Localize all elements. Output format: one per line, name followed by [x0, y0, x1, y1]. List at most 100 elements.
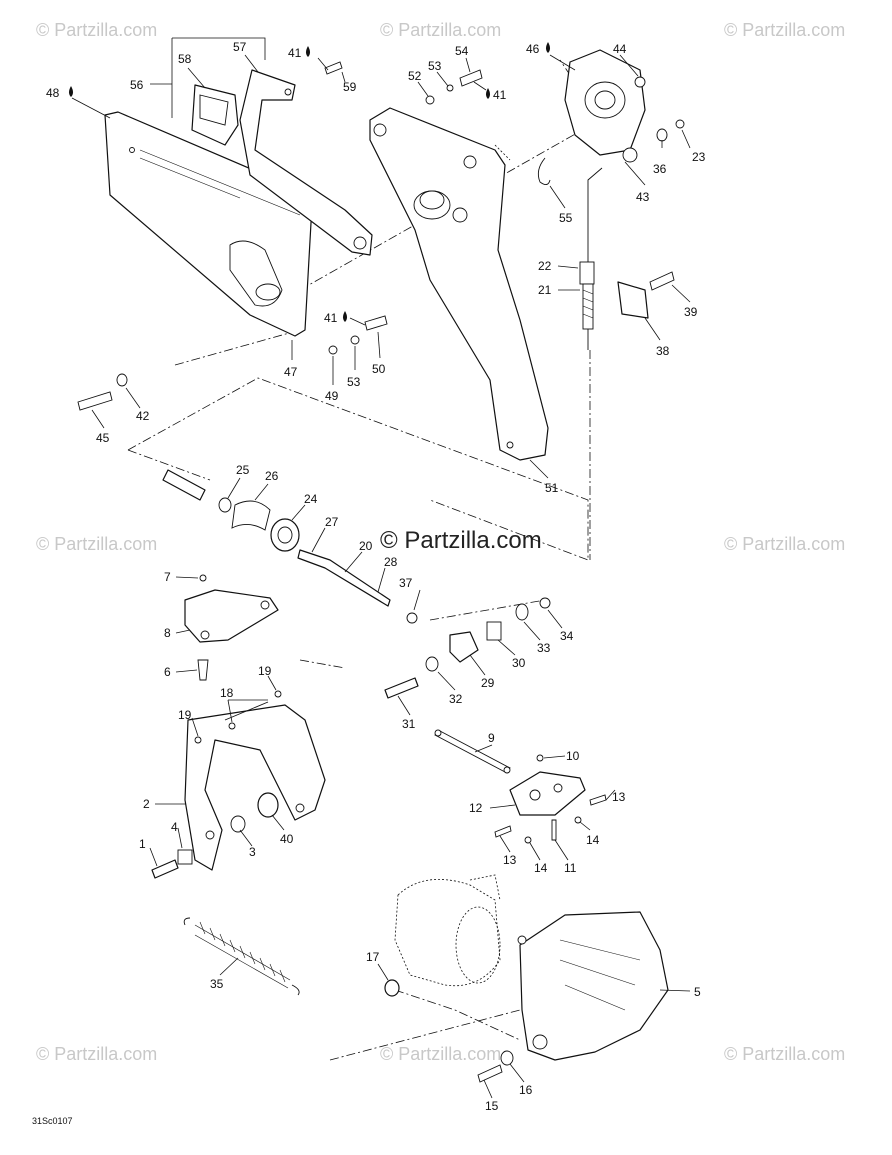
nut-23 — [675, 119, 685, 129]
callout-4[interactable]: 4 — [171, 820, 178, 834]
callout-35[interactable]: 35 — [210, 977, 224, 991]
callout-2[interactable]: 2 — [143, 797, 150, 811]
callout-14[interactable]: 14 — [586, 833, 600, 847]
guard-5 — [517, 911, 669, 1061]
callout-13[interactable]: 13 — [612, 790, 626, 804]
callout-31[interactable]: 31 — [402, 717, 416, 731]
callout-41[interactable]: 41 — [493, 88, 507, 102]
bolts-top — [77, 61, 675, 411]
callout-5[interactable]: 5 — [694, 985, 701, 999]
callout-26[interactable]: 26 — [265, 469, 279, 483]
watermark: © Partzilla.com — [380, 20, 501, 40]
bracket-58 — [191, 84, 239, 146]
callout-29[interactable]: 29 — [481, 676, 495, 690]
callout-54[interactable]: 54 — [455, 44, 469, 58]
oil-drop-icon — [343, 311, 347, 322]
callout-11[interactable]: 11 — [564, 861, 577, 875]
callout-16[interactable]: 16 — [519, 1083, 533, 1097]
drawing-reference: 31Sc0107 — [32, 1116, 73, 1126]
callout-58[interactable]: 58 — [178, 52, 192, 66]
callout-43[interactable]: 43 — [636, 190, 650, 204]
callout-41[interactable]: 41 — [288, 46, 302, 60]
callout-56[interactable]: 56 — [130, 78, 144, 92]
callout-49[interactable]: 49 — [325, 389, 339, 403]
main-arm-51 — [369, 107, 549, 461]
callout-7[interactable]: 7 — [164, 570, 171, 584]
watermark: © Partzilla.com — [380, 1044, 501, 1064]
callout-22[interactable]: 22 — [538, 259, 552, 273]
callout-44[interactable]: 44 — [613, 42, 627, 56]
callout-55[interactable]: 55 — [559, 211, 573, 225]
callout-53[interactable]: 53 — [428, 59, 442, 73]
callout-48[interactable]: 48 — [46, 86, 60, 100]
callout-57[interactable]: 57 — [233, 40, 247, 54]
callout-1[interactable]: 1 — [139, 837, 146, 851]
callout-45[interactable]: 45 — [96, 431, 110, 445]
callout-28[interactable]: 28 — [384, 555, 398, 569]
watermark: © Partzilla.com — [724, 20, 845, 40]
callout-34[interactable]: 34 — [560, 629, 574, 643]
callout-52[interactable]: 52 — [408, 69, 422, 83]
callout-41[interactable]: 41 — [324, 311, 338, 325]
link-9 — [434, 729, 511, 774]
callout-23[interactable]: 23 — [692, 150, 706, 164]
watermark: © Partzilla.com — [724, 534, 845, 554]
watermark-center: © Partzilla.com — [380, 527, 542, 554]
callout-15[interactable]: 15 — [485, 1099, 499, 1113]
leader-lines — [71, 37, 691, 1099]
washer-36 — [656, 128, 668, 142]
plate-38 — [617, 281, 649, 319]
small-hardware-mid — [384, 597, 551, 699]
callout-13[interactable]: 13 — [503, 853, 517, 867]
callout-9[interactable]: 9 — [488, 731, 495, 745]
nut-44 — [634, 76, 646, 88]
callout-40[interactable]: 40 — [280, 832, 294, 846]
bracket-8 — [184, 574, 279, 681]
callout-39[interactable]: 39 — [684, 305, 698, 319]
callout-14[interactable]: 14 — [534, 861, 548, 875]
callout-33[interactable]: 33 — [537, 641, 551, 655]
callout-30[interactable]: 30 — [512, 656, 526, 670]
callout-19[interactable]: 19 — [178, 708, 192, 722]
callout-27[interactable]: 27 — [325, 515, 339, 529]
callout-20[interactable]: 20 — [359, 539, 373, 553]
watermark: © Partzilla.com — [36, 1044, 157, 1064]
lever-arm-57 — [239, 69, 373, 256]
callout-8[interactable]: 8 — [164, 626, 171, 640]
oil-drop-icon — [546, 42, 550, 53]
callout-24[interactable]: 24 — [304, 492, 318, 506]
housing-46 — [564, 49, 646, 163]
callout-18[interactable]: 18 — [220, 686, 234, 700]
callout-42[interactable]: 42 — [136, 409, 150, 423]
callout-36[interactable]: 36 — [653, 162, 667, 176]
callout-59[interactable]: 59 — [343, 80, 357, 94]
callout-47[interactable]: 47 — [284, 365, 298, 379]
watermark: © Partzilla.com — [724, 1044, 845, 1064]
cover-panel-48 — [104, 111, 313, 337]
callout-53[interactable]: 53 — [347, 375, 361, 389]
callout-6[interactable]: 6 — [164, 665, 171, 679]
small-hardware-bottom — [384, 979, 514, 1083]
bracket-12 — [494, 754, 607, 844]
callout-37[interactable]: 37 — [399, 576, 413, 590]
callout-46[interactable]: 46 — [526, 42, 540, 56]
callout-38[interactable]: 38 — [656, 344, 670, 358]
callout-12[interactable]: 12 — [469, 801, 483, 815]
callout-3[interactable]: 3 — [249, 845, 256, 859]
callout-21[interactable]: 21 — [538, 283, 552, 297]
small-hardware-low-left — [151, 690, 282, 879]
callout-50[interactable]: 50 — [372, 362, 386, 376]
callout-10[interactable]: 10 — [566, 749, 580, 763]
clip-55 — [537, 157, 551, 185]
frame-2 — [184, 701, 326, 871]
callout-17[interactable]: 17 — [366, 950, 380, 964]
oil-drop-icon — [306, 46, 310, 57]
callout-32[interactable]: 32 — [449, 692, 463, 706]
rod-21 — [579, 167, 603, 350]
callout-25[interactable]: 25 — [236, 463, 250, 477]
callout-51[interactable]: 51 — [545, 481, 559, 495]
callout-labels: 48 56 58 57 41 59 54 53 52 41 46 44 36 2… — [46, 40, 706, 1113]
callout-19[interactable]: 19 — [258, 664, 272, 678]
watermarks: © Partzilla.com © Partzilla.com © Partzi… — [36, 20, 845, 1064]
